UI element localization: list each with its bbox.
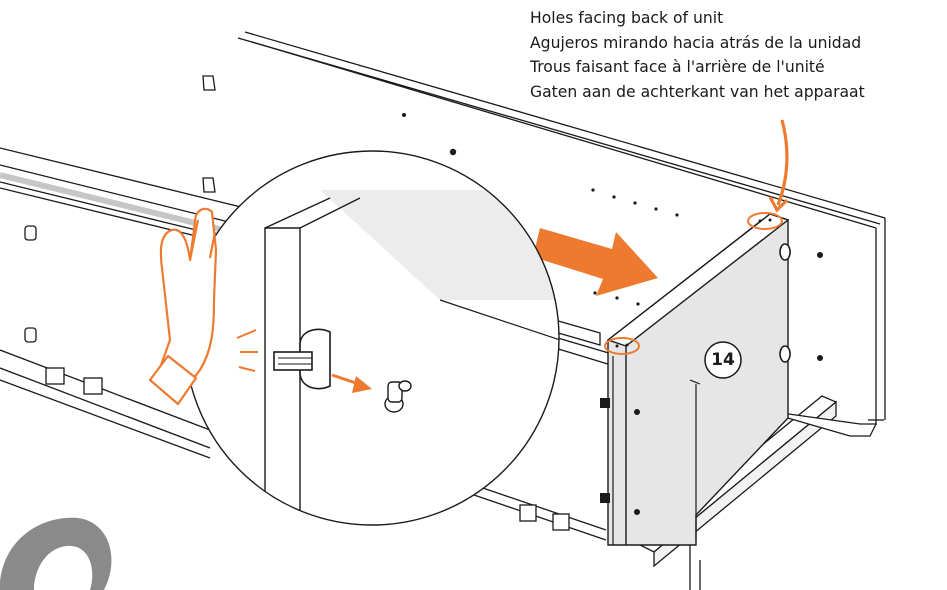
orientation-caption: Holes facing back of unit Agujeros miran… (530, 6, 940, 104)
panel-top-holes (615, 218, 772, 348)
push-lines (236, 329, 258, 372)
cam-lock-icon (273, 328, 331, 390)
caption-line-nl: Gaten aan de achterkant van het apparaat (530, 82, 865, 101)
back-panel-holes (402, 113, 823, 361)
corner-brackets (24, 75, 216, 343)
back-panel (237, 31, 886, 425)
part-number-badge (704, 341, 742, 379)
zoom-detail (184, 150, 560, 526)
caption-line-fr: Trous faisant face à l'arrière de l'unit… (530, 58, 825, 76)
hand-icon (148, 207, 218, 406)
dowel-icon (384, 380, 412, 413)
part-number-label: 14 (711, 350, 735, 370)
rail-connectors (45, 367, 570, 531)
step-number (0, 517, 112, 590)
caption-line-es: Agujeros mirando hacia atrás de la unida… (530, 33, 862, 52)
direction-arrow-icon (533, 228, 658, 296)
zoom-arrow-icon (331, 373, 372, 393)
highlighted-holes (604, 212, 783, 355)
side-panel-14 (600, 213, 791, 546)
caption-line-en: Holes facing back of unit (530, 9, 724, 27)
pointer-arrow (776, 119, 789, 206)
